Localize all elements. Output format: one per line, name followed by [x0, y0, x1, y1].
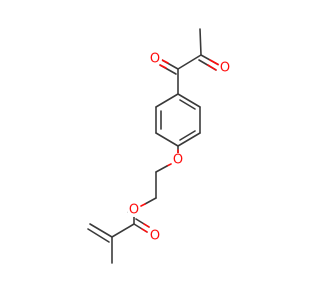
molecule-structure: O O O O O [87, 28, 232, 264]
svg-text:O: O [150, 52, 160, 67]
atom-o-keto1: O [218, 61, 232, 76]
bond-alphac-ch2-double-a [89, 223, 113, 238]
svg-text:O: O [220, 61, 230, 76]
bond-alphac-ch2-double-b [87, 228, 110, 243]
ring-inner-double-2 [179, 130, 196, 141]
ring-bond-6 [155, 93, 179, 108]
bond-ch2-o-ester-red [140, 203, 146, 207]
atom-o-ester-single: O [127, 203, 141, 218]
ring-inner-double-1 [179, 99, 196, 110]
atom-o-keto2: O [148, 52, 162, 67]
svg-text:O: O [150, 229, 160, 244]
svg-text:O: O [173, 153, 183, 168]
atom-o-ether: O [171, 153, 185, 168]
ring-bond-1 [177, 93, 201, 108]
bond-c1-o-double-a-red [161, 59, 169, 64]
bond-c1-o-double-b-red [159, 64, 167, 69]
bond-carbonylc-alphac [111, 223, 135, 238]
bond-o-ether-ch2 [155, 165, 168, 173]
ring-bond-3 [177, 132, 201, 147]
bond-c2-o-double-a-red [209, 59, 220, 66]
bond-carbonylc-o-double-b-red [143, 223, 150, 228]
bond-methyl-c2 [199, 28, 202, 56]
bond-ch2-o-ester [144, 197, 157, 205]
svg-text:O: O [129, 203, 139, 218]
bond-c2-o-double-b-red [207, 64, 217, 71]
bond-c2-c1 [177, 54, 202, 70]
bond-carbonylc-o-double-a-red [141, 228, 148, 233]
ring-bond-4 [155, 132, 179, 147]
atom-o-ester-carbonyl: O [148, 229, 162, 244]
